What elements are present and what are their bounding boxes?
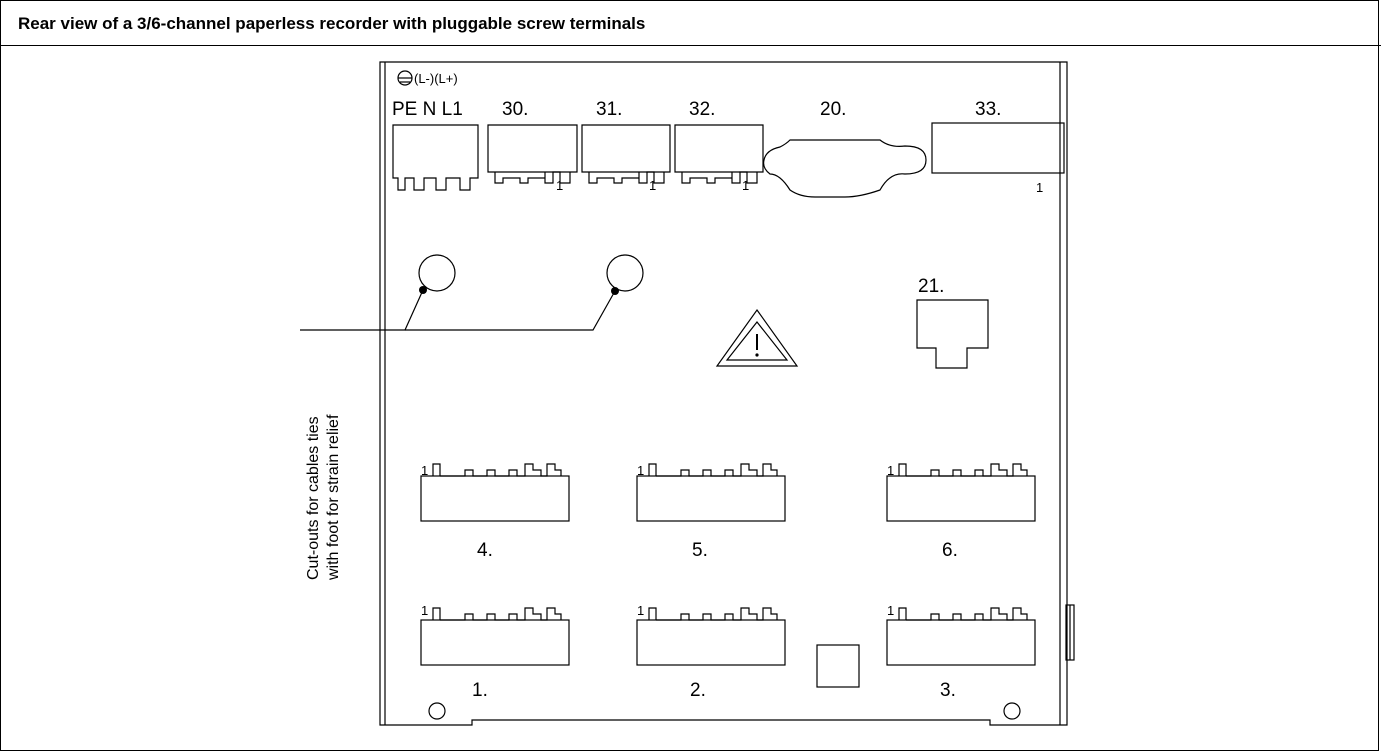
terminal-32-pin1: 1 [742,178,749,193]
warning-icon [715,308,799,367]
channel-4-pin1: 1 [421,463,428,478]
channel-terminal-5: 1 5. [636,463,786,561]
channel-1-pin1: 1 [421,603,428,618]
cutout-left [418,254,456,292]
power-polarity-label: (L-)(L+) [414,71,458,86]
terminal-33-label: 33. [975,99,1001,120]
channel-terminal-2: 1 2. [636,603,786,701]
callout-line1: Cut-outs for cables ties [305,416,322,580]
cutout-right [606,254,644,292]
cable-tie-cutouts [300,254,644,331]
channel-3-label: 3. [940,680,956,701]
mounting-hole-left [428,702,446,720]
channel-3-pin1: 1 [887,603,894,618]
channel-terminal-3: 1 3. [886,603,1036,701]
terminal-33-pin1: 1 [1036,180,1043,195]
connector-21-label: 21. [918,276,944,297]
terminal-30-label: 30. [502,99,528,120]
connector-20-label: 20. [820,99,846,120]
channel-4-label: 4. [477,540,493,561]
channel-5-label: 5. [692,540,708,561]
terminal-33: 33. 1 [931,99,1065,195]
channel-2-pin1: 1 [637,603,644,618]
dsub-connector-20: 20. [763,99,927,198]
terminal-30-pin1: 1 [556,178,563,193]
power-terminal-label: PE N L1 [392,99,463,120]
terminal-30: 30. 1 [487,99,578,193]
power-terminal-block: (L-)(L+) PE N L1 [392,70,479,191]
figure-title: Rear view of a 3/6-channel paperless rec… [18,14,646,33]
mounting-hole-right [1003,702,1021,720]
rear-panel [379,61,1075,726]
terminal-32-label: 32. [689,99,715,120]
channel-terminal-6: 1 6. [886,463,1036,561]
channel-5-pin1: 1 [637,463,644,478]
callout: Cut-outs for cables ties with foot for s… [305,414,342,581]
terminal-31-pin1: 1 [649,178,656,193]
rj-connector-21: 21. [916,276,989,369]
callout-line2: with foot for strain relief [325,414,342,581]
terminal-31: 31. 1 [581,99,671,193]
channel-2-label: 2. [690,680,706,701]
terminal-31-label: 31. [596,99,622,120]
title-bar: Rear view of a 3/6-channel paperless rec… [0,0,1381,46]
square-component [816,644,860,688]
channel-6-pin1: 1 [887,463,894,478]
channel-terminal-4: 1 4. [420,463,570,561]
channel-6-label: 6. [942,540,958,561]
channel-1-label: 1. [472,680,488,701]
terminal-32: 32. 1 [674,99,764,193]
channel-terminal-1: 1 1. [420,603,570,701]
